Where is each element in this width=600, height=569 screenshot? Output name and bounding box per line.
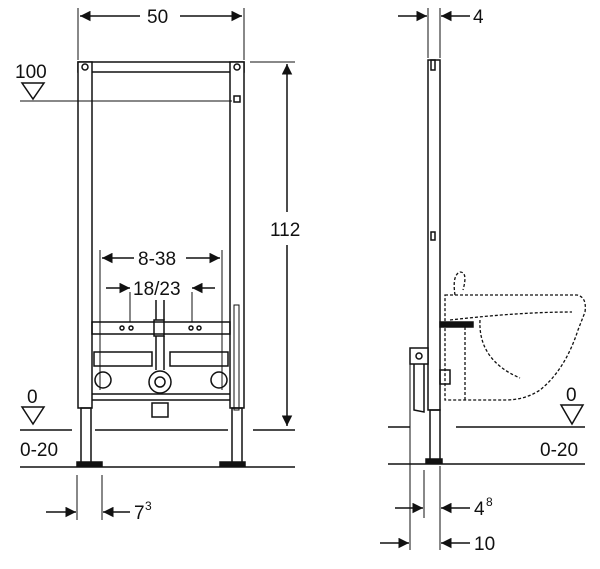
foot-dim-label: 7: [134, 503, 145, 524]
front-view-labels: 50 100 112 8-38 18/23 0 0-20 7 3: [15, 7, 300, 524]
floor-zero-label: 0: [566, 385, 577, 406]
bidet-mount: [91, 300, 231, 418]
side-view-labels: 4 0 0-20 4 8 10: [473, 7, 578, 555]
height-ref-label: 100: [15, 62, 47, 83]
level-marker-icon: [20, 406, 46, 426]
height-label: 112: [270, 220, 300, 241]
frame: [76, 61, 246, 467]
foot-dim-label: 4: [474, 499, 485, 520]
depth-top-label: 4: [473, 7, 484, 28]
range-outer-label: 8-38: [138, 249, 176, 270]
front-view: [20, 8, 295, 520]
level-marker-icon: [559, 404, 585, 426]
range-inner-label: 18/23: [133, 279, 181, 300]
bidet-outline: [444, 271, 586, 401]
frame-side: [427, 59, 441, 411]
total-depth-label: 10: [474, 534, 495, 555]
floor-range-label: 0-20: [20, 440, 58, 461]
level-marker-icon: [20, 82, 46, 101]
width-label: 50: [147, 7, 168, 28]
floor-zero-label: 0: [27, 387, 38, 408]
foot-dim-sup: 3: [145, 499, 152, 513]
foot-dim-sup: 8: [486, 495, 493, 509]
floor-range-label: 0-20: [540, 440, 578, 461]
side-view: [380, 8, 586, 550]
